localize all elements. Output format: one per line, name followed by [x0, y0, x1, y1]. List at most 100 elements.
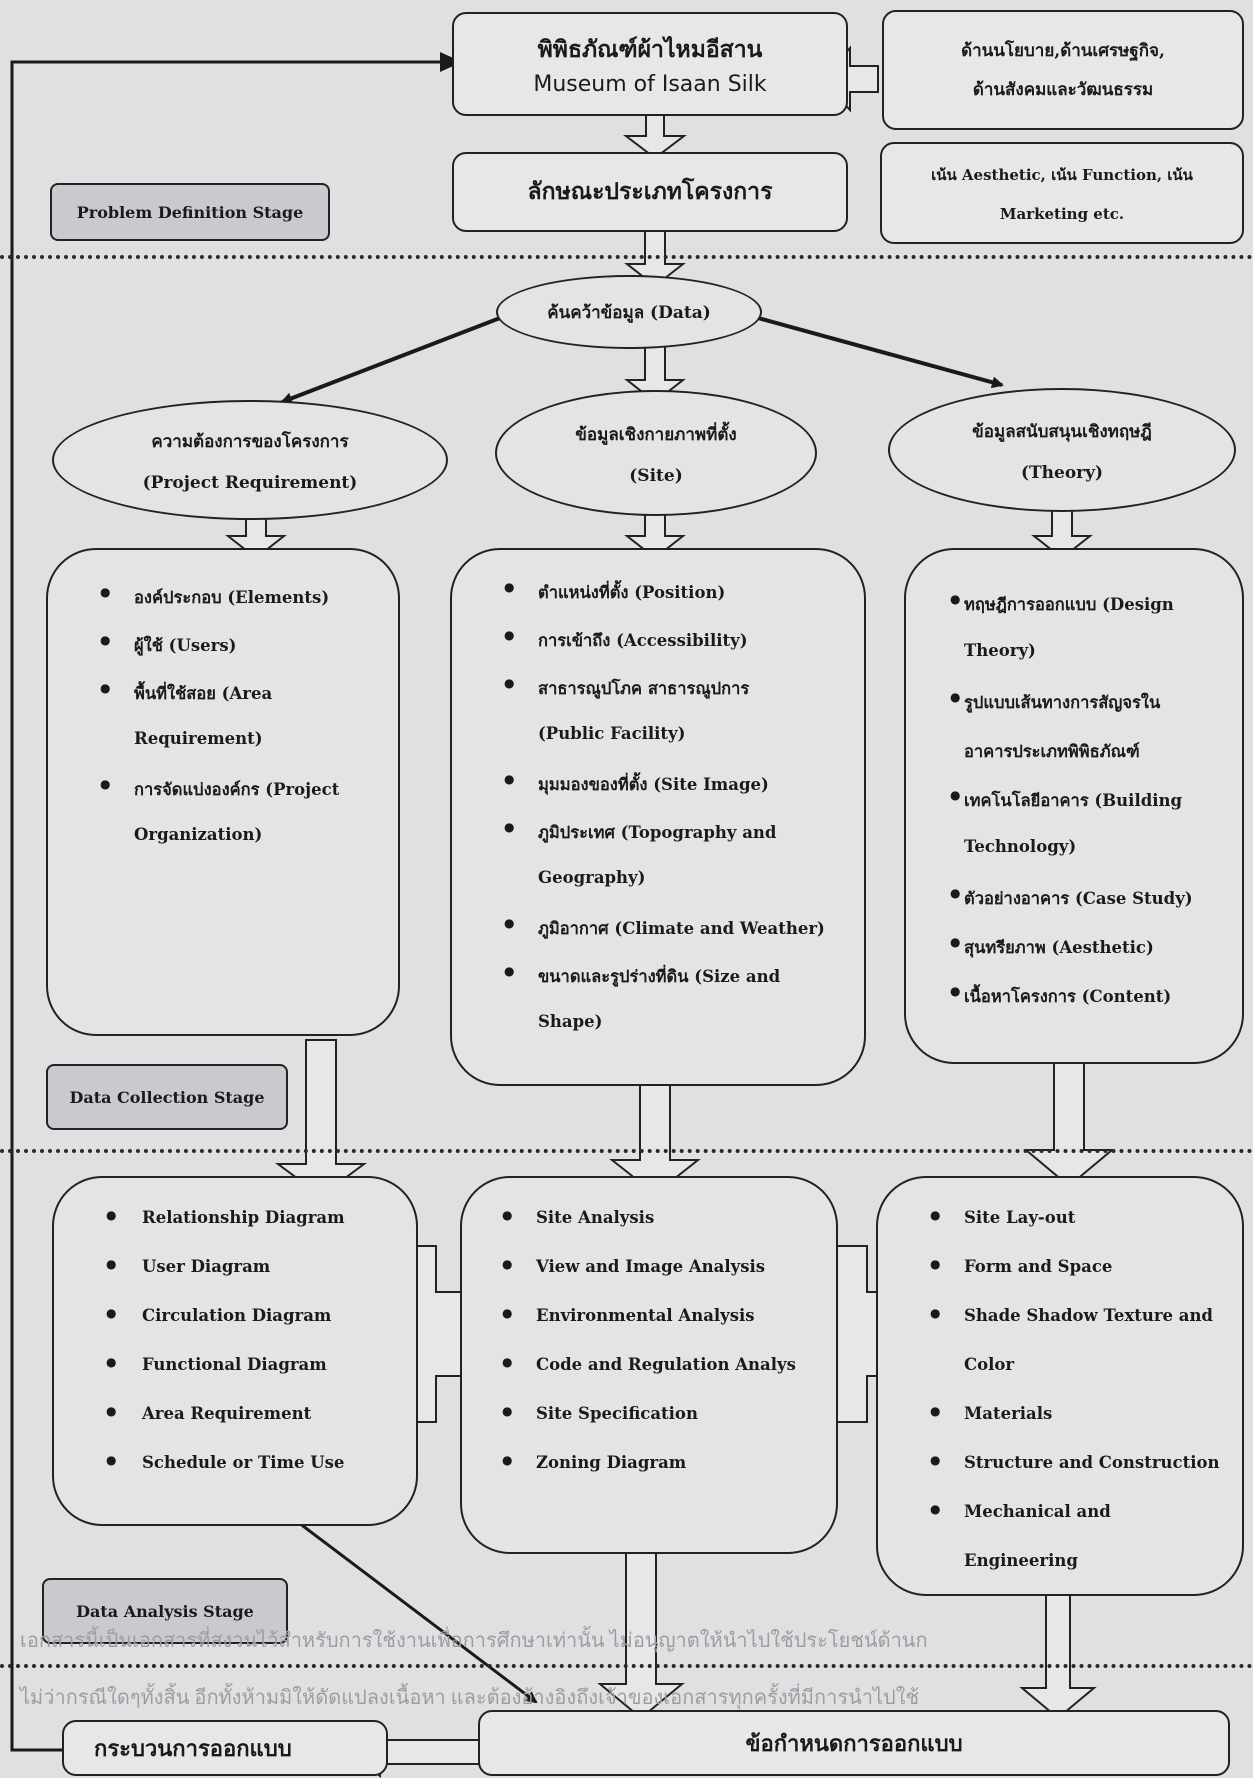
policy-line1: ด้านนโยบาย,ด้านเศรษฐกิจ, [961, 41, 1165, 61]
analysis-mid-box: Site Analysis View and Image Analysis En… [460, 1176, 838, 1554]
list-item: Structure and Construction [930, 1453, 1242, 1502]
stage-divider [0, 1149, 1253, 1153]
list-item: การจัดแบ่งองค์กร (Project [100, 777, 400, 825]
down-arrow [597, 1547, 685, 1720]
list-item: การเข้าถึง (Accessibility) [504, 628, 864, 676]
analysis-left-box: Relationship Diagram User Diagram Circul… [52, 1176, 418, 1526]
design-spec-label: ข้อกำหนดการออกแบบ [745, 1731, 963, 1757]
data-analysis-stage: Data Analysis Stage [42, 1578, 288, 1644]
list-item-continued: Geography) [538, 868, 646, 887]
site-line1: ข้อมูลเชิงกายภาพที่ตั้ง [575, 424, 737, 445]
list-item-continued: อาคารประเภทพิพิธภัณฑ์ [964, 742, 1140, 761]
list-item: Schedule or Time Use [106, 1453, 416, 1502]
list-item: Site Analysis [502, 1208, 842, 1257]
theory-line2: (Theory) [1020, 462, 1104, 483]
list-item: Zoning Diagram [502, 1453, 842, 1502]
list-item-continued: Shape) [538, 1012, 603, 1031]
list-item: Site Lay-out [930, 1208, 1242, 1257]
watermark-line-1: เอกสารนี้เป็นเอกสารที่สงวนไว้สำหรับการใช… [20, 1630, 928, 1652]
list-item: เทคโนโลยีอาคาร (Building [950, 788, 1246, 837]
list-item: สาธารณูปโภค สาธารณูปการ [504, 676, 864, 724]
list-item-continued: Engineering [964, 1551, 1078, 1570]
focus-line1: เน้น Aesthetic, เน้น Function, เน้น [931, 166, 1193, 184]
feedback-loop-arrowhead [440, 52, 462, 72]
arrow-to-requirement [280, 316, 501, 405]
analysis-right-list: Site Lay-out Form and Space Shade Shadow… [930, 1208, 1242, 1600]
list-item: Functional Diagram [106, 1355, 416, 1404]
stage-divider [0, 1664, 1253, 1668]
data-collection-stage: Data Collection Stage [46, 1064, 288, 1130]
arrow-to-theory [757, 316, 1004, 389]
problem-definition-stage: Problem Definition Stage [50, 183, 330, 241]
list-item: User Diagram [106, 1257, 416, 1306]
analysis-mid-list: Site Analysis View and Image Analysis En… [502, 1208, 842, 1502]
site-line2: (Site) [629, 465, 683, 486]
policy-line2: ด้านสังคมและวัฒนธรรม [972, 80, 1154, 100]
list-item: Area Requirement [106, 1404, 416, 1453]
down-arrow [1019, 1587, 1097, 1720]
focus-box: เน้น Aesthetic, เน้น Function, เน้น Mark… [880, 142, 1244, 244]
site-ellipse: ข้อมูลเชิงกายภาพที่ตั้ง (Site) [495, 390, 817, 516]
list-item: ทฤษฎีการออกแบบ (Design [950, 592, 1246, 641]
theory-ellipse: ข้อมูลสนับสนุนเชิงทฤษฎี (Theory) [888, 388, 1236, 512]
feedback-loop-line [10, 60, 440, 1752]
list-item: ภูมิประเทศ (Topography and [504, 820, 864, 868]
design-spec-box: ข้อกำหนดการออกแบบ [478, 1710, 1230, 1776]
list-item: ภูมิอากาศ (Climate and Weather) [504, 916, 864, 964]
list-item: ผู้ใช้ (Users) [100, 633, 400, 681]
stage-divider [0, 255, 1253, 259]
list-item-continued: Organization) [134, 825, 263, 844]
list-item: Circulation Diagram [106, 1306, 416, 1355]
list-item: Materials [930, 1404, 1242, 1453]
policy-box: ด้านนโยบาย,ด้านเศรษฐกิจ, ด้านสังคมและวัฒ… [882, 10, 1244, 130]
list-item: Code and Regulation Analys [502, 1355, 842, 1404]
list-item: Mechanical and [930, 1502, 1242, 1551]
list-item-continued: Color [964, 1355, 1015, 1374]
list-item: ตำแหน่งที่ตั้ง (Position) [504, 580, 864, 628]
research-ellipse: ค้นคว้าข้อมูล (Data) [496, 275, 762, 349]
list-item-continued: Technology) [964, 837, 1077, 856]
list-item: Site Specification [502, 1404, 842, 1453]
list-item: ขนาดและรูปร่างที่ดิน (Size and [504, 964, 864, 1012]
museum-title-en: Museum of Isaan Silk [533, 71, 767, 97]
list-item: เนื้อหาโครงการ (Content) [950, 984, 1246, 1033]
down-arrow [274, 1039, 368, 1198]
list-item: Relationship Diagram [106, 1208, 416, 1257]
design-process-label: กระบวนการออกแบบ [94, 1736, 292, 1762]
list-item: องค์ประกอบ (Elements) [100, 585, 400, 633]
list-item: Form and Space [930, 1257, 1242, 1306]
site-box: ตำแหน่งที่ตั้ง (Position) การเข้าถึง (Ac… [450, 548, 866, 1086]
project-type-box: ลักษณะประเภทโครงการ [452, 152, 848, 232]
list-item-continued: Theory) [964, 641, 1036, 660]
requirement-line2: (Project Requirement) [142, 472, 358, 493]
project-type-label: ลักษณะประเภทโครงการ [527, 179, 773, 205]
requirement-ellipse: ความต้องการของโครงการ (Project Requireme… [52, 400, 448, 520]
analysis-left-list: Relationship Diagram User Diagram Circul… [106, 1208, 416, 1502]
museum-box: พิพิธภัณฑ์ผ้าไหมอีสาน Museum of Isaan Si… [452, 12, 848, 116]
museum-title-th: พิพิธภัณฑ์ผ้าไหมอีสาน [537, 36, 763, 63]
list-item: สุนทรียภาพ (Aesthetic) [950, 935, 1246, 984]
design-process-box: กระบวนการออกแบบ [62, 1720, 388, 1776]
list-item-continued: Requirement) [134, 729, 263, 748]
list-item: รูปแบบเส้นทางการสัญจรใน [950, 690, 1246, 739]
theory-list: ทฤษฎีการออกแบบ (Design Theory) รูปแบบเส้… [950, 592, 1246, 1033]
requirement-list: องค์ประกอบ (Elements) ผู้ใช้ (Users) พื้… [100, 585, 400, 873]
focus-line2: Marketing etc. [999, 205, 1125, 223]
list-item: มุมมองของที่ตั้ง (Site Image) [504, 772, 864, 820]
research-label: ค้นคว้าข้อมูล (Data) [547, 302, 711, 323]
list-item: พื้นที่ใช้สอย (Area [100, 681, 400, 729]
list-item: View and Image Analysis [502, 1257, 842, 1306]
down-arrow [1023, 1059, 1115, 1188]
site-list: ตำแหน่งที่ตั้ง (Position) การเข้าถึง (Ac… [504, 580, 864, 1060]
requirement-line1: ความต้องการของโครงการ [151, 431, 349, 452]
list-item-continued: (Public Facility) [538, 724, 686, 743]
theory-box: ทฤษฎีการออกแบบ (Design Theory) รูปแบบเส้… [904, 548, 1244, 1064]
watermark-line-2: ไม่ว่ากรณีใดๆทั้งสิ้น อีกทั้งห้ามมิให้ดั… [20, 1687, 920, 1709]
theory-line1: ข้อมูลสนับสนุนเชิงทฤษฎี [972, 421, 1152, 442]
list-item: Shade Shadow Texture and [930, 1306, 1242, 1355]
analysis-right-box: Site Lay-out Form and Space Shade Shadow… [876, 1176, 1244, 1596]
requirement-box: องค์ประกอบ (Elements) ผู้ใช้ (Users) พื้… [46, 548, 400, 1036]
list-item: ตัวอย่างอาคาร (Case Study) [950, 886, 1246, 935]
list-item: Environmental Analysis [502, 1306, 842, 1355]
